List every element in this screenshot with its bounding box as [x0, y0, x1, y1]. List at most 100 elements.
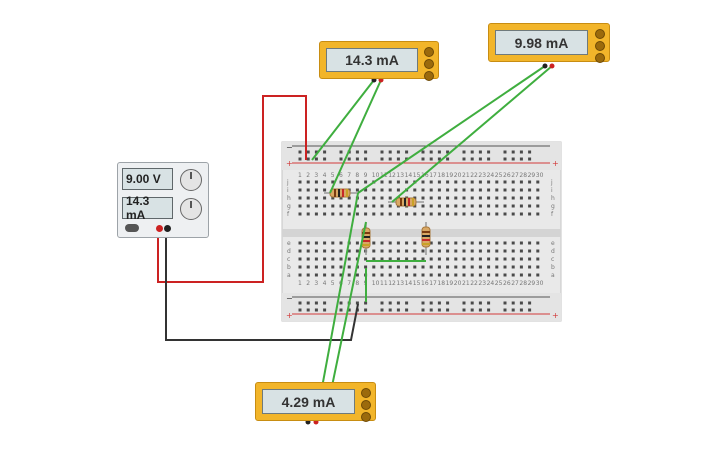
rail-hole[interactable]	[446, 150, 450, 154]
wire-red-supply[interactable]	[157, 95, 307, 283]
rail-hole[interactable]	[528, 150, 532, 154]
breadboard-hole[interactable]	[331, 196, 335, 200]
rail-hole[interactable]	[323, 157, 327, 161]
breadboard-hole[interactable]	[388, 249, 392, 253]
breadboard-hole[interactable]	[478, 257, 482, 261]
rail-hole[interactable]	[364, 301, 368, 305]
black-probe-icon[interactable]	[542, 63, 548, 69]
breadboard-hole[interactable]	[298, 204, 302, 208]
breadboard-hole[interactable]	[339, 180, 343, 184]
breadboard-hole[interactable]	[478, 180, 482, 184]
rail-hole[interactable]	[323, 308, 327, 312]
breadboard-hole[interactable]	[314, 204, 318, 208]
rail-hole[interactable]	[528, 308, 532, 312]
rail-hole[interactable]	[429, 308, 433, 312]
breadboard-hole[interactable]	[396, 273, 400, 277]
breadboard-hole[interactable]	[429, 204, 433, 208]
breadboard-hole[interactable]	[437, 241, 441, 245]
mode-v-button[interactable]	[595, 41, 605, 51]
rail-hole[interactable]	[380, 301, 384, 305]
breadboard-hole[interactable]	[454, 212, 458, 216]
rail-hole[interactable]	[388, 157, 392, 161]
breadboard-hole[interactable]	[519, 188, 523, 192]
breadboard-hole[interactable]	[495, 265, 499, 269]
breadboard-hole[interactable]	[487, 273, 491, 277]
rail-hole[interactable]	[339, 301, 343, 305]
breadboard-hole[interactable]	[536, 257, 540, 261]
breadboard-hole[interactable]	[454, 265, 458, 269]
breadboard-hole[interactable]	[364, 188, 368, 192]
breadboard-hole[interactable]	[478, 265, 482, 269]
rail-hole[interactable]	[306, 308, 310, 312]
breadboard-hole[interactable]	[536, 241, 540, 245]
breadboard-hole[interactable]	[528, 273, 532, 277]
breadboard-hole[interactable]	[396, 188, 400, 192]
breadboard-hole[interactable]	[446, 196, 450, 200]
breadboard-hole[interactable]	[323, 180, 327, 184]
rail-hole[interactable]	[421, 301, 425, 305]
breadboard-hole[interactable]	[503, 204, 507, 208]
rail-hole[interactable]	[306, 150, 310, 154]
breadboard-hole[interactable]	[454, 188, 458, 192]
breadboard-hole[interactable]	[536, 265, 540, 269]
breadboard-hole[interactable]	[306, 257, 310, 261]
breadboard-hole[interactable]	[478, 241, 482, 245]
breadboard-hole[interactable]	[446, 241, 450, 245]
rail-hole[interactable]	[519, 301, 523, 305]
rail-hole[interactable]	[437, 157, 441, 161]
breadboard-hole[interactable]	[421, 273, 425, 277]
mode-v-button[interactable]	[424, 59, 434, 69]
breadboard-hole[interactable]	[446, 257, 450, 261]
breadboard-hole[interactable]	[413, 212, 417, 216]
ammeter-bottom[interactable]: 4.29 mA	[255, 382, 376, 422]
rail-hole[interactable]	[429, 150, 433, 154]
breadboard-hole[interactable]	[347, 249, 351, 253]
rail-hole[interactable]	[314, 301, 318, 305]
breadboard-hole[interactable]	[487, 249, 491, 253]
breadboard-hole[interactable]	[487, 204, 491, 208]
rail-hole[interactable]	[339, 157, 343, 161]
breadboard-hole[interactable]	[487, 196, 491, 200]
breadboard-hole[interactable]	[380, 204, 384, 208]
resistor-r4[interactable]	[421, 222, 431, 255]
breadboard-hole[interactable]	[503, 196, 507, 200]
breadboard-hole[interactable]	[511, 257, 515, 261]
breadboard-hole[interactable]	[462, 273, 466, 277]
breadboard-hole[interactable]	[429, 257, 433, 261]
rail-hole[interactable]	[511, 301, 515, 305]
rail-hole[interactable]	[511, 308, 515, 312]
rail-hole[interactable]	[421, 150, 425, 154]
breadboard-hole[interactable]	[487, 257, 491, 261]
rail-hole[interactable]	[355, 301, 359, 305]
breadboard-hole[interactable]	[429, 273, 433, 277]
breadboard-hole[interactable]	[495, 249, 499, 253]
breadboard-hole[interactable]	[323, 212, 327, 216]
rail-hole[interactable]	[437, 150, 441, 154]
breadboard-hole[interactable]	[380, 273, 384, 277]
breadboard-hole[interactable]	[405, 180, 409, 184]
breadboard-hole[interactable]	[503, 257, 507, 261]
breadboard-hole[interactable]	[331, 204, 335, 208]
breadboard-hole[interactable]	[519, 180, 523, 184]
breadboard-hole[interactable]	[314, 265, 318, 269]
breadboard-hole[interactable]	[462, 257, 466, 261]
breadboard-hole[interactable]	[421, 180, 425, 184]
breadboard-hole[interactable]	[413, 188, 417, 192]
rail-hole[interactable]	[323, 301, 327, 305]
breadboard-hole[interactable]	[437, 204, 441, 208]
breadboard-hole[interactable]	[478, 273, 482, 277]
breadboard-hole[interactable]	[413, 257, 417, 261]
breadboard-hole[interactable]	[405, 257, 409, 261]
breadboard-hole[interactable]	[519, 196, 523, 200]
breadboard-hole[interactable]	[528, 257, 532, 261]
breadboard-hole[interactable]	[495, 180, 499, 184]
breadboard-hole[interactable]	[306, 212, 310, 216]
breadboard-hole[interactable]	[355, 212, 359, 216]
breadboard-hole[interactable]	[503, 265, 507, 269]
breadboard-hole[interactable]	[347, 196, 351, 200]
breadboard-hole[interactable]	[380, 188, 384, 192]
breadboard-hole[interactable]	[372, 249, 376, 253]
rail-hole[interactable]	[446, 308, 450, 312]
breadboard-hole[interactable]	[454, 180, 458, 184]
breadboard-hole[interactable]	[446, 249, 450, 253]
